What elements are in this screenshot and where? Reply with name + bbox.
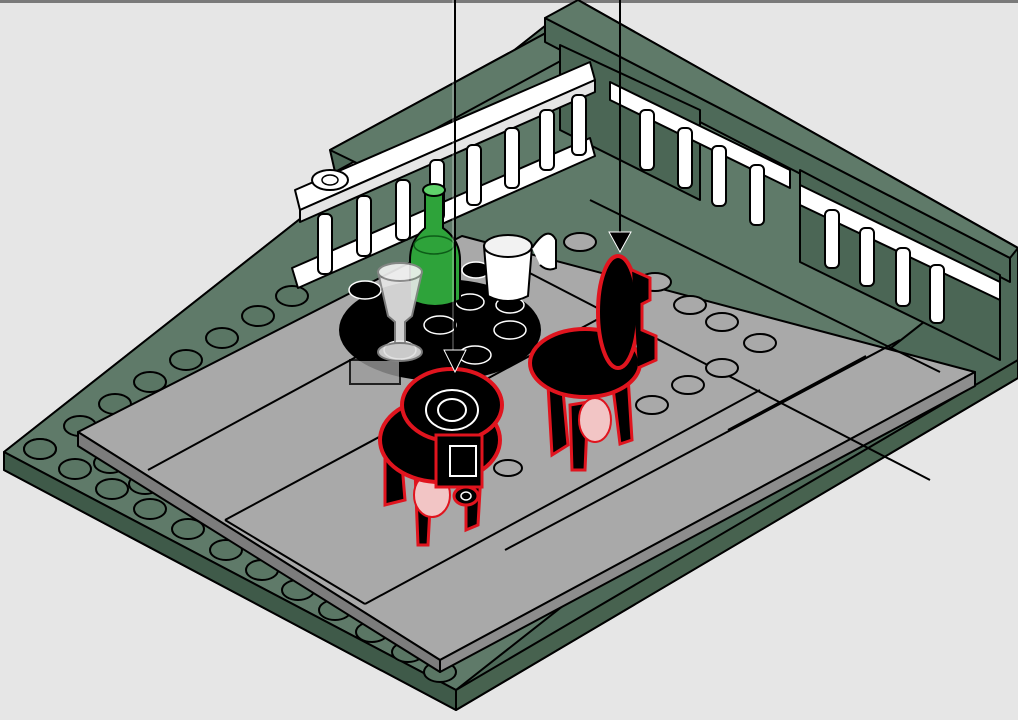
top-frame-line	[0, 0, 1018, 3]
